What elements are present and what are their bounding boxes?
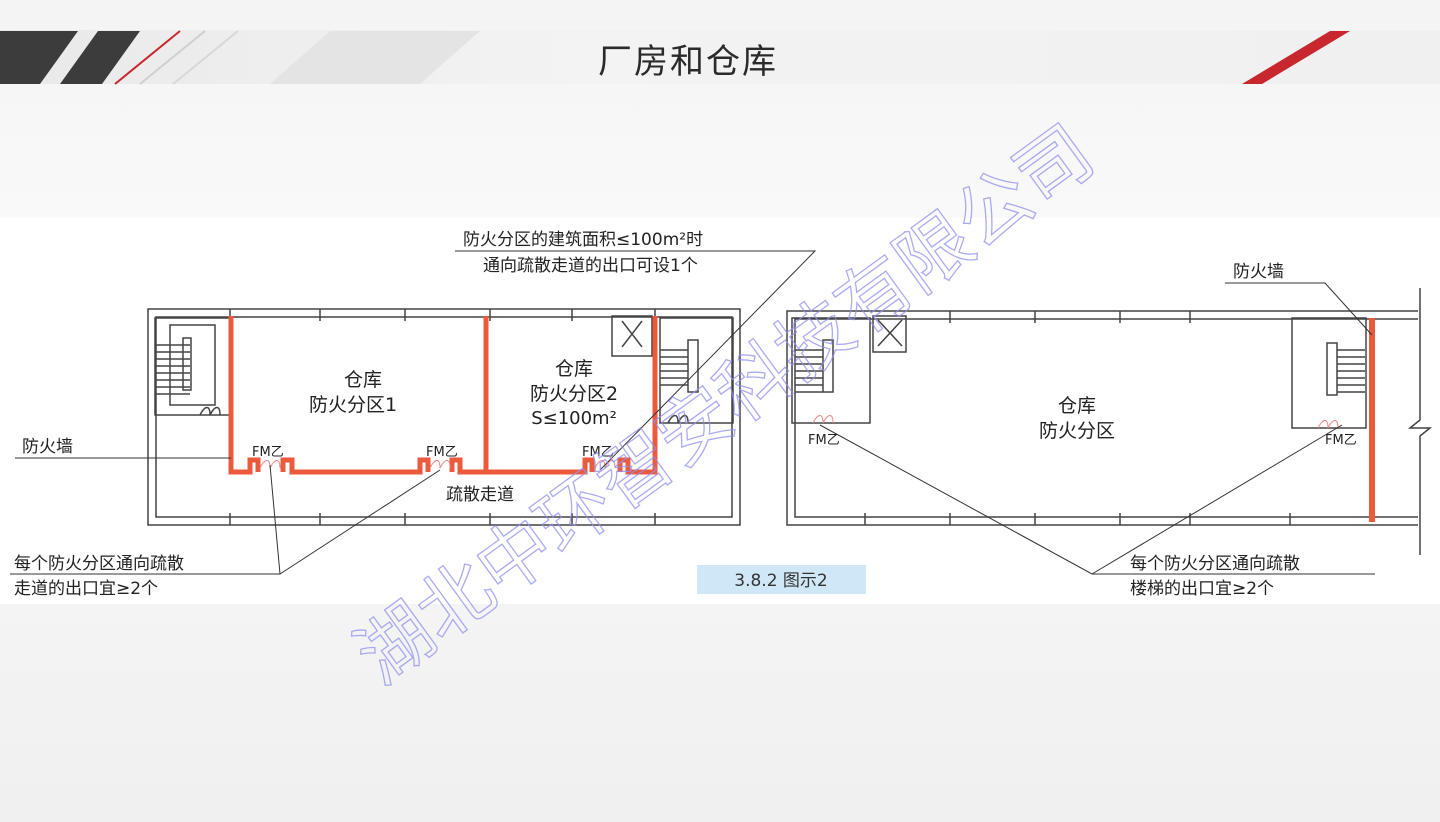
door-label: FM乙 <box>426 445 458 460</box>
firewall <box>228 316 261 475</box>
door-label: FM乙 <box>808 433 840 448</box>
elevator-icon <box>872 315 907 353</box>
slide-header-band <box>0 30 1440 84</box>
firewall-label-right: 防火墙 <box>1233 262 1284 282</box>
figure-image <box>0 218 1440 604</box>
elevator-icon <box>611 315 653 357</box>
room1-label: 仓库 <box>344 369 382 391</box>
door-label: FM乙 <box>252 445 284 460</box>
left-bottom-note-line1: 每个防火分区通向疏散 <box>14 554 184 574</box>
right-stair-1 <box>791 317 871 424</box>
left-bottom-note-line2: 走道的出口宜≥2个 <box>14 579 158 599</box>
door-label: FM乙 <box>582 445 614 460</box>
caption-box <box>697 565 866 594</box>
room2-label: 仓库 <box>555 358 593 380</box>
leader-lines <box>10 250 1375 575</box>
figure-caption: 3.8.2 图示2 <box>734 571 827 591</box>
dark-stripe-2 <box>60 31 140 84</box>
header-decoration <box>0 30 1350 85</box>
left-floor-plan <box>147 308 741 526</box>
room2-area: S≤100m² <box>531 408 617 429</box>
red-stripe-right <box>1242 31 1350 84</box>
top-note-line1: 防火分区的建筑面积≤100m²时 <box>463 230 703 250</box>
right-bottom-note-line1: 每个防火分区通向疏散 <box>1130 554 1300 574</box>
red-stripe-left <box>114 30 181 85</box>
room1-zone: 防火分区1 <box>309 394 397 416</box>
door-label: FM乙 <box>1325 433 1357 448</box>
firewall-label-left: 防火墙 <box>22 437 73 457</box>
slide-title: 厂房和仓库 <box>598 42 778 82</box>
break-line <box>1407 288 1433 555</box>
right-bottom-note-line2: 楼梯的出口宜≥2个 <box>1130 579 1274 599</box>
right-room-label: 仓库 <box>1058 395 1096 417</box>
right-room-zone: 防火分区 <box>1039 420 1115 442</box>
watermark: 湖北中环智安科技有限公司 <box>341 109 1110 701</box>
dark-stripe-1 <box>0 31 78 84</box>
right-floor-plan <box>786 288 1433 555</box>
left-firewalls <box>228 316 658 475</box>
top-note-line2: 通向疏散走道的出口可设1个 <box>483 256 698 276</box>
room2-zone: 防火分区2 <box>530 383 618 405</box>
corridor-label: 疏散走道 <box>446 485 514 505</box>
right-stair-2 <box>1291 317 1367 429</box>
